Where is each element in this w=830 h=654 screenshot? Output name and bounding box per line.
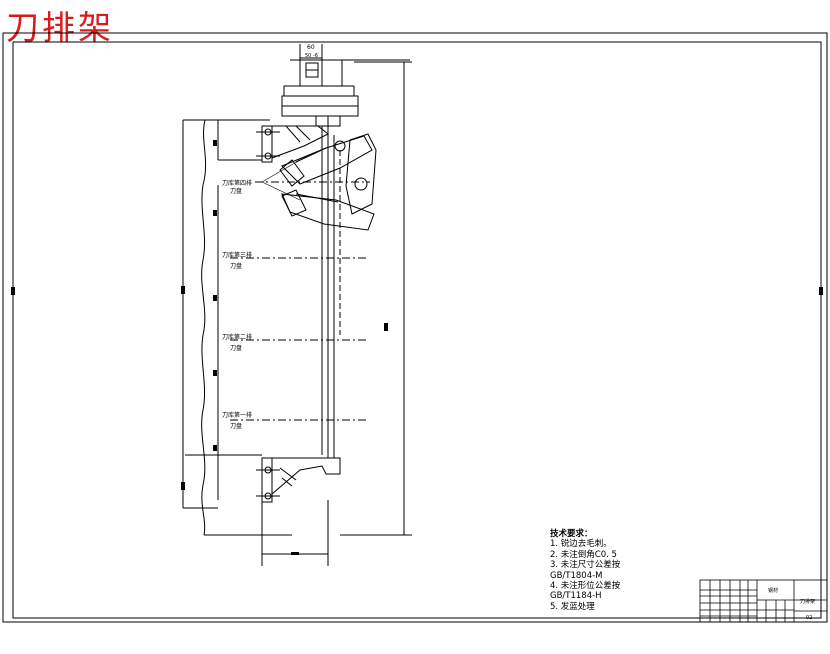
technical-note: 5. 发蓝处理 [550, 601, 595, 612]
inner-frame [12, 41, 822, 619]
technical-note: GB/T1804-M [550, 570, 603, 581]
title-block-sheet: 02 [806, 615, 812, 621]
frame-wall [181, 119, 292, 536]
top-dimension-label: 60 [307, 44, 315, 51]
title-block: 钢材 刀排架 02 [699, 579, 828, 623]
side-plate [345, 133, 377, 215]
title-block-drawing-name: 刀排架 [800, 598, 815, 605]
bottom-dimension [261, 500, 329, 566]
station-1-sublabel: 刀盘 [230, 422, 242, 430]
technical-note: 4. 未注形位公差按 [550, 581, 621, 592]
overall-height-dimension [340, 61, 412, 536]
title-block-material: 钢材 [768, 587, 778, 594]
frame-center-marks [11, 287, 823, 295]
tool-holder-lower [281, 189, 375, 231]
station-1-label: 刀库第一排 [222, 411, 252, 419]
station-2-label: 刀库第二排 [222, 333, 252, 341]
technical-note: 1. 锐边去毛刺。 [550, 539, 612, 550]
lower-mounting-bracket [256, 457, 341, 503]
station-4-label: 刀库第四排 [222, 179, 252, 187]
technical-note: 3. 未注尺寸公差按 [550, 560, 621, 571]
station-lines [230, 159, 370, 421]
technical-notes-heading: 技术要求： [550, 529, 593, 539]
tool-holder-upper [279, 135, 373, 187]
vertical-spindle [321, 126, 341, 458]
top-dimension-tolerance: 50 -6 [305, 53, 318, 59]
top-clamp-assembly [281, 59, 410, 135]
drawing-title: 刀排架 [6, 8, 114, 47]
technical-note: GB/T1184-H [550, 591, 602, 602]
station-3-sublabel: 刀盘 [230, 262, 242, 270]
upper-mounting-bracket [256, 125, 329, 163]
station-2-sublabel: 刀盘 [230, 344, 242, 352]
technical-note: 2. 未注倒角C0. 5 [550, 549, 617, 560]
station-4-sublabel: 刀盘 [230, 187, 242, 195]
technical-notes: 技术要求： 1. 锐边去毛刺。 2. 未注倒角C0. 5 3. 未注尺寸公差按 … [550, 529, 620, 612]
station-3-label: 刀库第三排 [222, 251, 252, 259]
top-dimension: 60 50 -6 [299, 44, 323, 86]
outer-frame [2, 32, 828, 623]
